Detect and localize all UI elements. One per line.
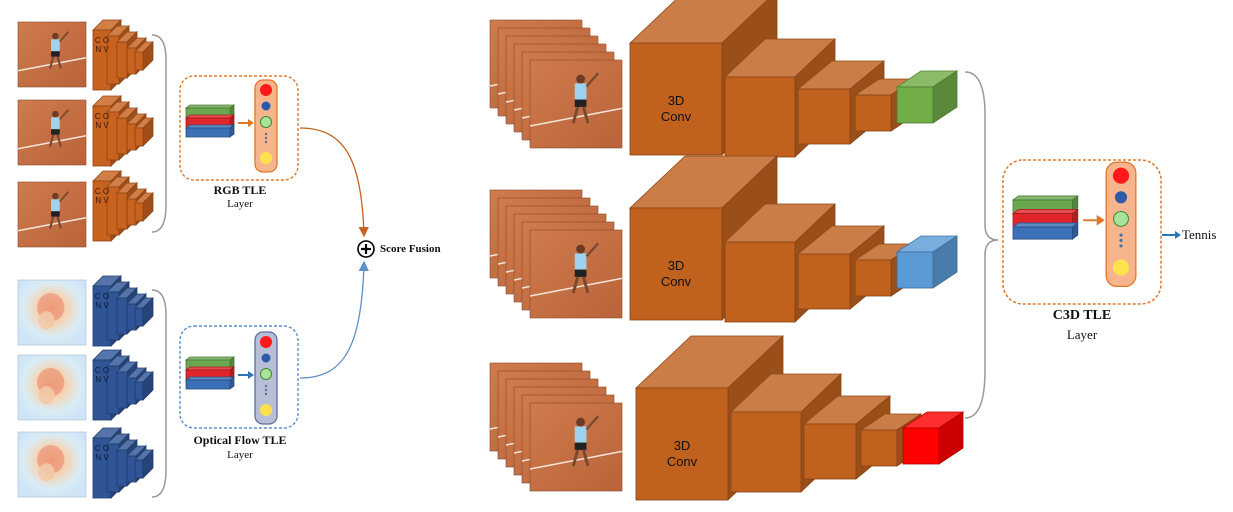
score-node-blue [1114, 191, 1128, 204]
rgb-tle-content [184, 79, 278, 173]
flow-tle-box [179, 325, 299, 429]
conv-label: C O N V [94, 444, 110, 462]
tle-feature-bar [184, 376, 236, 390]
c3d-tle-title: C3D TLE [1052, 308, 1112, 323]
plus-circle-icon [357, 240, 375, 258]
flow-frame [17, 279, 87, 346]
rgb-frame [17, 21, 87, 88]
conv-layer [134, 449, 154, 479]
flow-frame [17, 431, 87, 498]
conv-label: C O N V [94, 187, 110, 205]
score-node-green [1113, 210, 1129, 227]
output-class-label: Tennis [1182, 227, 1217, 242]
rgb-tle-box [179, 75, 299, 181]
c3d-tle-box [1002, 159, 1162, 305]
rgb-frames [17, 21, 87, 248]
ellipsis-dot [264, 388, 268, 392]
c3d-conv-blocks [628, 0, 965, 501]
conv-layer [134, 192, 154, 222]
c3d-conv-label-line2: Conv [666, 454, 698, 469]
conv-label: C O N V [94, 36, 110, 54]
arrow-right-icon [1162, 231, 1181, 239]
conv-label: C O N V [94, 366, 110, 384]
score-node-blue [261, 101, 271, 111]
score-node-green [260, 368, 272, 380]
ellipsis-dot [264, 392, 268, 396]
ellipsis-dot [264, 384, 268, 388]
ellipsis-dot [264, 132, 268, 136]
ellipsis-dot [1119, 244, 1123, 248]
c3d-conv-label-line1: 3D [673, 438, 691, 453]
rgb-tle-title: RGB TLE [213, 183, 267, 197]
c3d-conv-row [628, 0, 959, 158]
c3d-conv-row [634, 335, 965, 501]
rgb-to-fusion-curve [299, 127, 369, 238]
c3d-conv-label-line2: Conv [660, 274, 692, 289]
c3d-conv-row [628, 155, 959, 323]
c3d-output-cube [895, 235, 959, 289]
c3d-frame [529, 229, 623, 319]
conv-layer [134, 117, 154, 147]
conv-label: C O N V [94, 292, 110, 310]
flow-brace [151, 289, 167, 498]
c3d-frame [529, 59, 623, 149]
score-node-blue [261, 353, 271, 363]
flow-conv-stacks [92, 275, 154, 499]
c3d-conv-label-line1: 3D [667, 93, 685, 108]
conv-layer [134, 41, 154, 71]
tle-feature-bar [184, 356, 236, 370]
score-node-red [260, 84, 272, 96]
conv-stack [92, 19, 154, 91]
ellipsis-dot [1119, 238, 1123, 243]
rgb-frame [17, 181, 87, 248]
flow-frame [17, 354, 87, 421]
flow-to-fusion-curve [299, 260, 369, 379]
rgb-conv-stacks [92, 19, 154, 242]
c3d-conv-label-line2: Conv [660, 109, 692, 124]
c3d-output-cube [901, 411, 965, 465]
tle-feature-bar [184, 114, 236, 128]
flow-tle-title: Optical Flow TLE [193, 433, 287, 447]
score-node-yellow [1112, 259, 1130, 276]
score-node-red [1112, 167, 1130, 184]
rgb-tle-subtitle: Layer [227, 198, 253, 210]
conv-stack [92, 427, 154, 499]
conv-stack [92, 349, 154, 421]
score-node-yellow [260, 404, 272, 416]
score-node-red [260, 336, 272, 348]
conv-layer [134, 371, 154, 401]
conv-label: C O N V [94, 112, 110, 130]
score-fusion-label: Score Fusion [380, 243, 441, 255]
c3d-output-cube [895, 70, 959, 124]
rgb-brace [151, 34, 167, 233]
conv-stack [92, 95, 154, 167]
flow-tle-content [184, 331, 278, 425]
tle-feature-bar [184, 124, 236, 138]
ellipsis-dot [264, 136, 268, 140]
conv-layer [134, 297, 154, 327]
score-node-yellow [260, 152, 272, 164]
optical-flow-frames [17, 279, 87, 498]
rgb-frame [17, 99, 87, 166]
c3d-conv-label-line1: 3D [667, 258, 685, 273]
c3d-frame [529, 402, 623, 492]
conv-stack [92, 170, 154, 242]
flow-tle-subtitle: Layer [227, 449, 253, 461]
ellipsis-dot [1119, 233, 1123, 237]
c3d-frame-stacks [489, 19, 623, 492]
ellipsis-dot [264, 140, 268, 144]
c3d-tle-content [1011, 161, 1137, 288]
tle-feature-bar [184, 104, 236, 118]
c3d-tle-subtitle: Layer [1066, 327, 1098, 342]
tle-feature-bar [1011, 222, 1080, 240]
conv-stack [92, 275, 154, 347]
c3d-brace [964, 71, 999, 419]
score-node-green [260, 116, 272, 128]
